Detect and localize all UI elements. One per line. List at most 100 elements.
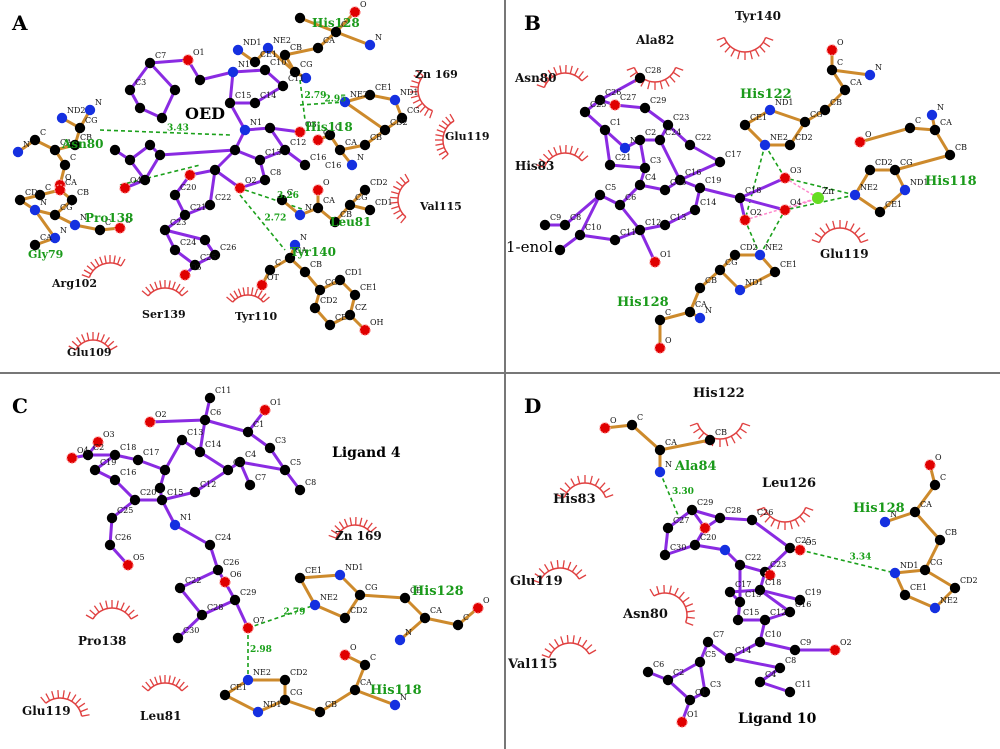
panelC-ligand-atom-O xyxy=(219,576,231,588)
panelD-arc-leu126 xyxy=(756,506,814,530)
panelA-arc-zn169 xyxy=(410,70,434,119)
atom-label: CA xyxy=(60,138,72,147)
atom-label: ND1 xyxy=(775,98,794,107)
panelD-ligand-atom-C xyxy=(699,686,711,698)
panelC-ligand-atom-O xyxy=(259,404,271,416)
panelB-ligand-atom-O xyxy=(609,99,621,111)
panelA-ligand-atom-C xyxy=(204,199,216,211)
atom-label: O1 xyxy=(687,710,699,719)
panelA-ligand-atom-C xyxy=(209,249,221,261)
panelD-ligand-atom-C xyxy=(642,666,654,678)
panelA-ligand-atom-C xyxy=(179,209,191,221)
atom-label: C2 xyxy=(645,128,656,137)
panelA-pro138-atom-C xyxy=(66,194,78,206)
atom-label: ND1 xyxy=(345,563,364,572)
panelB-his128-atom-N xyxy=(754,249,766,261)
atom-label: CE1 xyxy=(375,83,392,92)
atom-label: C xyxy=(275,258,281,267)
atom-label: CB xyxy=(705,276,717,285)
residue-label-asn80: Asn80 xyxy=(514,71,557,85)
panelD-ligand-bond xyxy=(758,588,792,614)
panelA-his118-atom-N xyxy=(389,94,401,106)
panelB-his122-atom-C xyxy=(799,116,811,128)
panelC-ligand-bond xyxy=(200,598,237,617)
panelB-his128-atom-O xyxy=(654,342,666,354)
residue-label-zn-169: Zn 169 xyxy=(415,68,458,81)
atom-label: CB xyxy=(830,98,842,107)
panelD-ligand-atom-C xyxy=(684,694,696,706)
atom-label: C20 xyxy=(180,183,196,192)
atom-label: C3 xyxy=(650,156,661,165)
panelD-ligand-atom-N xyxy=(719,544,731,556)
atom-label: C18 xyxy=(745,186,761,195)
atom-label: C19 xyxy=(805,588,821,597)
atom-label: ND1 xyxy=(263,700,282,709)
panelD-his128-atom-N xyxy=(879,516,891,528)
panelB-his118-atom-C xyxy=(889,164,901,176)
panelC-ligand-atom-C xyxy=(294,484,306,496)
atom-label: C26 xyxy=(115,533,131,542)
panelC-ligand-bond xyxy=(173,523,212,547)
panelA-ligand-atom-C xyxy=(156,112,168,124)
panelD-ligand-atom-C xyxy=(746,514,758,526)
atom-label: C13 xyxy=(745,590,761,599)
panelA-asn80-atom-C xyxy=(29,134,41,146)
panelD-his128-bond xyxy=(923,568,957,590)
panelC-his118-atom-C xyxy=(279,674,291,686)
residue-label-pro138: Pro138 xyxy=(78,634,126,648)
atom-label: C7 xyxy=(713,630,724,639)
atom-label: CG xyxy=(300,60,313,69)
panelB-his128-atom-C xyxy=(714,264,726,276)
panelA-arc-val115 xyxy=(390,173,410,224)
atom-label: CD2 xyxy=(370,178,388,187)
panelA-tyr140-atom-C xyxy=(324,319,336,331)
panelA-ligand-atom-C xyxy=(277,80,289,92)
panelD-ligand-atom-C xyxy=(794,594,806,606)
atom-label: O5 xyxy=(133,553,145,562)
atom-label: O5 xyxy=(190,263,202,272)
panelC-ligand-atom-C xyxy=(172,632,184,644)
atom-label: CG xyxy=(900,158,913,167)
panelB-his122-atom-C xyxy=(819,104,831,116)
atom-label: O4 xyxy=(130,176,142,185)
atom-label: CD1 xyxy=(345,268,363,277)
atom-label: C xyxy=(40,128,46,137)
panelC-his128-atom-C xyxy=(419,612,431,624)
panel-D-ligand-name: Ligand 10 xyxy=(738,711,817,727)
panelA-leu81-atom-C xyxy=(344,199,356,211)
atom-label: CD2 xyxy=(290,668,308,677)
atom-label: OH xyxy=(370,318,384,327)
residue-label-arg102: Arg102 xyxy=(51,277,97,290)
atom-label: C15 xyxy=(670,178,686,187)
panelA-ligand-bond xyxy=(163,228,207,242)
panelC-ligand-atom-C xyxy=(176,434,188,446)
panelB-ligand-atom-C xyxy=(674,174,686,186)
atom-label: CB xyxy=(77,188,89,197)
atom-label: O2 xyxy=(245,176,257,185)
panelA-ligand-atom-C xyxy=(144,139,156,151)
panelA-tyr140-atom-C xyxy=(349,289,361,301)
panelC-ligand-bond xyxy=(193,468,230,494)
panelB-his122-bond xyxy=(768,108,807,124)
panelD-arc-asn80 xyxy=(649,584,695,626)
atom-label: N xyxy=(890,510,897,519)
atom-label: C5 xyxy=(605,183,616,192)
panelA-his128-atom-N xyxy=(262,42,274,54)
panelB-ligand-bond xyxy=(638,228,657,264)
residue-label-his118: His118 xyxy=(925,174,977,189)
panelB-ligand-bond xyxy=(603,128,612,167)
panelD-his128-bond xyxy=(883,510,917,524)
panelA-ligand-atom-C xyxy=(224,97,236,109)
panelC-ligand-atom-C xyxy=(89,464,101,476)
panelD-ligand-atom-C xyxy=(686,504,698,516)
panelC-ligand-atom-C xyxy=(264,442,276,454)
panelC-his128-atom-C xyxy=(452,619,464,631)
atom-label: CA xyxy=(360,678,372,687)
panelA-ligand-atom-C xyxy=(134,102,146,114)
panelC-ligand-bond xyxy=(178,568,220,590)
residue-label-pro138: Pro138 xyxy=(85,211,133,225)
panelB-ligand-atom-C xyxy=(662,119,674,131)
panelB-his118-atom-C xyxy=(904,122,916,134)
panelA-pro138-atom-C xyxy=(14,194,26,206)
